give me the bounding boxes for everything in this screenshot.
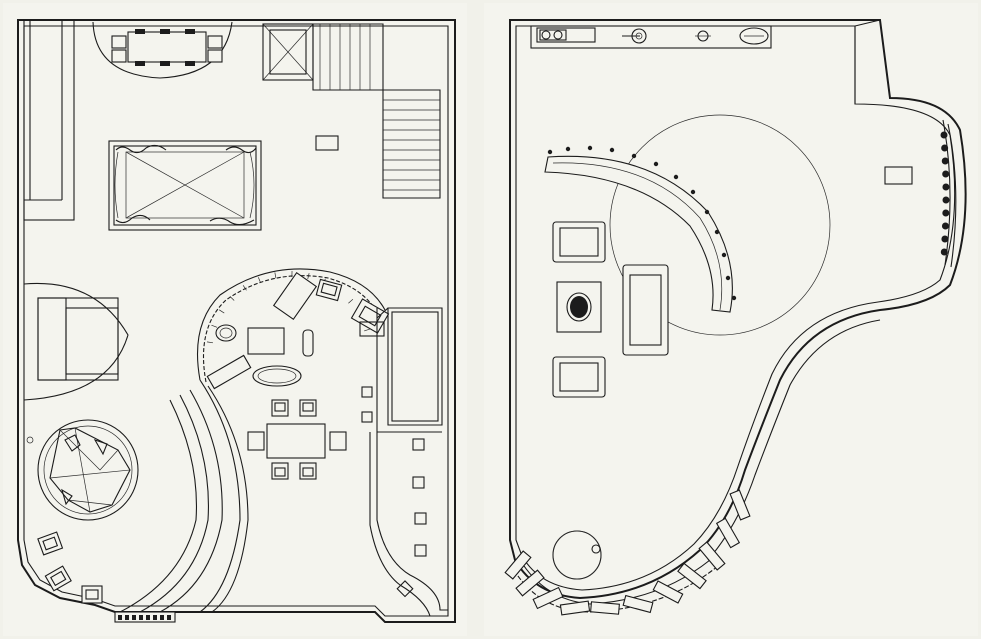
left-wall-column	[23, 19, 75, 221]
right-wall-corner	[854, 19, 881, 27]
left-panel-paper	[3, 3, 467, 636]
sofa-cushion-dot	[704, 209, 710, 215]
straight-sofa	[622, 264, 669, 356]
terrace-bench	[715, 517, 741, 549]
sofa-cushion-dot	[653, 161, 659, 167]
right-side-stools	[361, 386, 427, 598]
terrace-band-outer	[707, 319, 881, 561]
wall-post	[941, 235, 949, 243]
bench-slat	[139, 615, 143, 620]
wall-post	[942, 170, 950, 178]
coffee-table	[556, 281, 602, 333]
terrace-bench	[532, 586, 564, 610]
lounge-furniture	[206, 271, 390, 390]
terrace-benches	[504, 489, 751, 616]
round-rug	[609, 114, 831, 336]
spiral-stair	[552, 530, 602, 580]
right-floor-plan	[484, 3, 978, 636]
sofa-cushion-dot	[587, 145, 593, 151]
bench-slat	[125, 615, 129, 620]
sofa-cushion-dot	[725, 275, 731, 281]
left-inner-wall	[23, 25, 449, 617]
dining-set-center	[247, 399, 347, 480]
right-curved-wall	[376, 432, 448, 611]
left-outer-wall	[17, 19, 456, 623]
sofa-cushion-dot	[565, 146, 571, 152]
bench-slat	[167, 615, 171, 620]
terrace-railing-tick	[257, 277, 261, 283]
round-planter-table	[26, 419, 139, 521]
right-wall-posts	[940, 119, 957, 268]
sofa-cushion-dot	[721, 252, 727, 258]
staircase	[262, 23, 441, 199]
curved-sofa	[544, 145, 737, 313]
terrace-railing-tick	[218, 309, 225, 314]
curved-terrace	[114, 268, 386, 623]
terrace-bench	[729, 489, 751, 521]
right-outer-wall	[509, 19, 967, 600]
terrace-railing-tick	[229, 296, 235, 301]
bench-slat	[153, 615, 157, 620]
terrace-bench	[515, 569, 545, 597]
terrace-railing-tick	[307, 273, 310, 280]
sofa-cushion-dot	[547, 149, 553, 155]
wall-post	[941, 157, 949, 165]
terrace-edge-bench	[114, 611, 176, 623]
terrace-bench	[504, 550, 532, 580]
double-bed	[108, 140, 262, 231]
armchairs	[552, 221, 606, 398]
kitchen-counter	[376, 307, 443, 433]
wall-post	[942, 209, 950, 217]
small-cabinet	[315, 135, 339, 151]
wall-cabinet	[884, 166, 913, 185]
wall-post	[940, 131, 948, 139]
right-inner-wall	[515, 25, 956, 591]
round-lounge-niche	[23, 282, 129, 401]
terrace-railing-tick	[211, 324, 218, 328]
sofa-cushion-dot	[690, 189, 696, 195]
wall-post	[941, 222, 949, 230]
bench-slat	[118, 615, 122, 620]
terrace-railing-tick	[274, 272, 277, 279]
wall-post	[941, 144, 949, 152]
terrace-bench	[698, 541, 726, 571]
corner-armchairs	[37, 531, 103, 604]
wall-post	[940, 248, 948, 256]
terrace-bench	[652, 580, 684, 604]
terrace-bench	[677, 562, 707, 590]
bench-slat	[146, 615, 150, 620]
terrace-bench	[622, 594, 654, 614]
bench-slat	[160, 615, 164, 620]
sofa-cushion-dot	[714, 229, 720, 235]
terrace-railing-tick	[242, 285, 247, 291]
terrace-railing-tick	[348, 299, 354, 304]
wall-fixtures	[530, 25, 772, 49]
wall-post	[942, 183, 950, 191]
dining-set-top	[92, 21, 233, 79]
terrace-bench	[559, 600, 591, 616]
bench-slat	[132, 615, 136, 620]
sofa-cushion-dot	[731, 295, 737, 301]
sofa-cushion-dot	[631, 153, 637, 159]
sofa-cushion-dot	[673, 174, 679, 180]
sofa-cushion-dot	[609, 147, 615, 153]
terrace-bench	[590, 601, 620, 615]
terrace-railing-tick	[364, 328, 370, 332]
terrace-railing-tick	[206, 341, 214, 344]
left-floor-plan	[3, 3, 467, 636]
wall-post	[942, 196, 950, 204]
